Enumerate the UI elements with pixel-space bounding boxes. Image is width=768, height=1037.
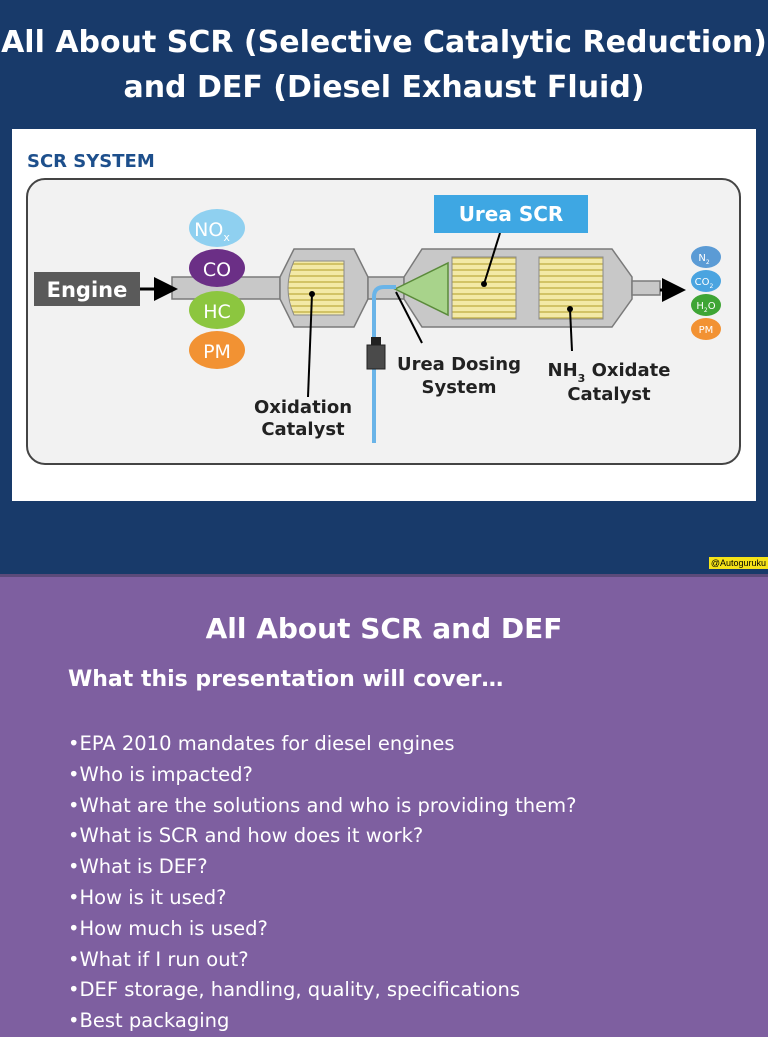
urea-scr-box (434, 195, 588, 233)
input-pollutants: NOx CO HC PM (189, 209, 245, 369)
topic-list: •EPA 2010 mandates for diesel engines •W… (68, 729, 576, 1037)
slide-divider (0, 574, 768, 577)
topic-item: •How is it used? (68, 885, 227, 909)
slide-presentation-overview: All About SCR and DEF What this presenta… (0, 577, 768, 1032)
slide-title: All About SCR (Selective Catalytic Reduc… (0, 20, 768, 110)
h2o-label: H2O (696, 301, 715, 314)
nox-label: NOx (194, 219, 230, 244)
scr-system-diagram: SCR SYSTEM (12, 129, 756, 501)
engine-box (34, 272, 140, 306)
urea-injector (366, 344, 386, 370)
topic-item: •What if I run out? (68, 947, 249, 971)
topic-item: •Who is impacted? (68, 762, 253, 786)
oxidation-catalyst-label-line-2: Catalyst (261, 419, 345, 440)
output-gases: N2 CO2 H2O PM (691, 246, 721, 340)
urea-dosing-line (372, 285, 396, 443)
oxidation-catalyst-leader (307, 293, 313, 398)
urea-mixer-cone (393, 261, 449, 317)
engine-label: Engine (47, 278, 128, 302)
topic-item: •What is SCR and how does it work? (68, 824, 424, 848)
h2o-oval (691, 294, 721, 316)
urea-dosing-label-line-1: Urea Dosing (397, 354, 521, 375)
nh3-oxidate-leader (569, 308, 573, 352)
urea-scr-label: Urea SCR (459, 202, 564, 226)
slide-title-line-2: and DEF (Diesel Exhaust Fluid) (123, 70, 645, 105)
topic-item: •DEF storage, handling, quality, specifi… (68, 978, 520, 1002)
pm-oval (189, 331, 245, 369)
hc-oval (189, 291, 245, 329)
pm-label: PM (203, 341, 231, 363)
co-label: CO (203, 259, 231, 281)
oxidation-catalyst-element (287, 260, 345, 316)
topic-item: •EPA 2010 mandates for diesel engines (68, 732, 455, 755)
nox-oval (189, 209, 245, 247)
slide-subtitle: What this presentation will cover… (68, 667, 504, 692)
urea-scr-leader (483, 232, 501, 285)
slide-title: All About SCR and DEF (205, 612, 563, 645)
co2-oval (691, 270, 721, 292)
out-pm-label: PM (699, 325, 714, 336)
co-oval (189, 249, 245, 287)
co2-label: CO2 (695, 277, 714, 290)
urea-scr-catalyst-block (451, 256, 517, 320)
topic-item: •How much is used? (68, 916, 268, 940)
topic-item: •What is DEF? (68, 855, 208, 879)
diagram-heading: SCR SYSTEM (27, 151, 155, 172)
diagram-frame (26, 178, 741, 465)
n2-oval (691, 246, 721, 268)
nh3-oxidate-label-line-2: Catalyst (567, 384, 651, 405)
oxidation-catalyst-label-line-1: Oxidation (254, 397, 352, 418)
n2-label: N2 (698, 253, 709, 266)
urea-dosing-leader (395, 291, 423, 344)
slide-title-line-1: All About SCR (Selective Catalytic Reduc… (1, 25, 767, 60)
watermark: @Autoguruku (708, 557, 768, 569)
hc-label: HC (203, 301, 231, 323)
topic-item: •Best packaging (68, 1009, 230, 1033)
urea-dosing-label-line-2: System (422, 377, 497, 398)
topic-item: •What are the solutions and who is provi… (68, 793, 577, 817)
outlet-pipe (631, 280, 661, 296)
urea-injector-cap (371, 337, 381, 345)
nh3-oxidate-label-line-1: NH3 Oxidate (548, 360, 671, 385)
out-pm-oval (691, 318, 721, 340)
slide-scr-def-cover: All About SCR (Selective Catalytic Reduc… (0, 0, 768, 574)
scr-diagram-svg: SCR SYSTEM (26, 151, 741, 465)
